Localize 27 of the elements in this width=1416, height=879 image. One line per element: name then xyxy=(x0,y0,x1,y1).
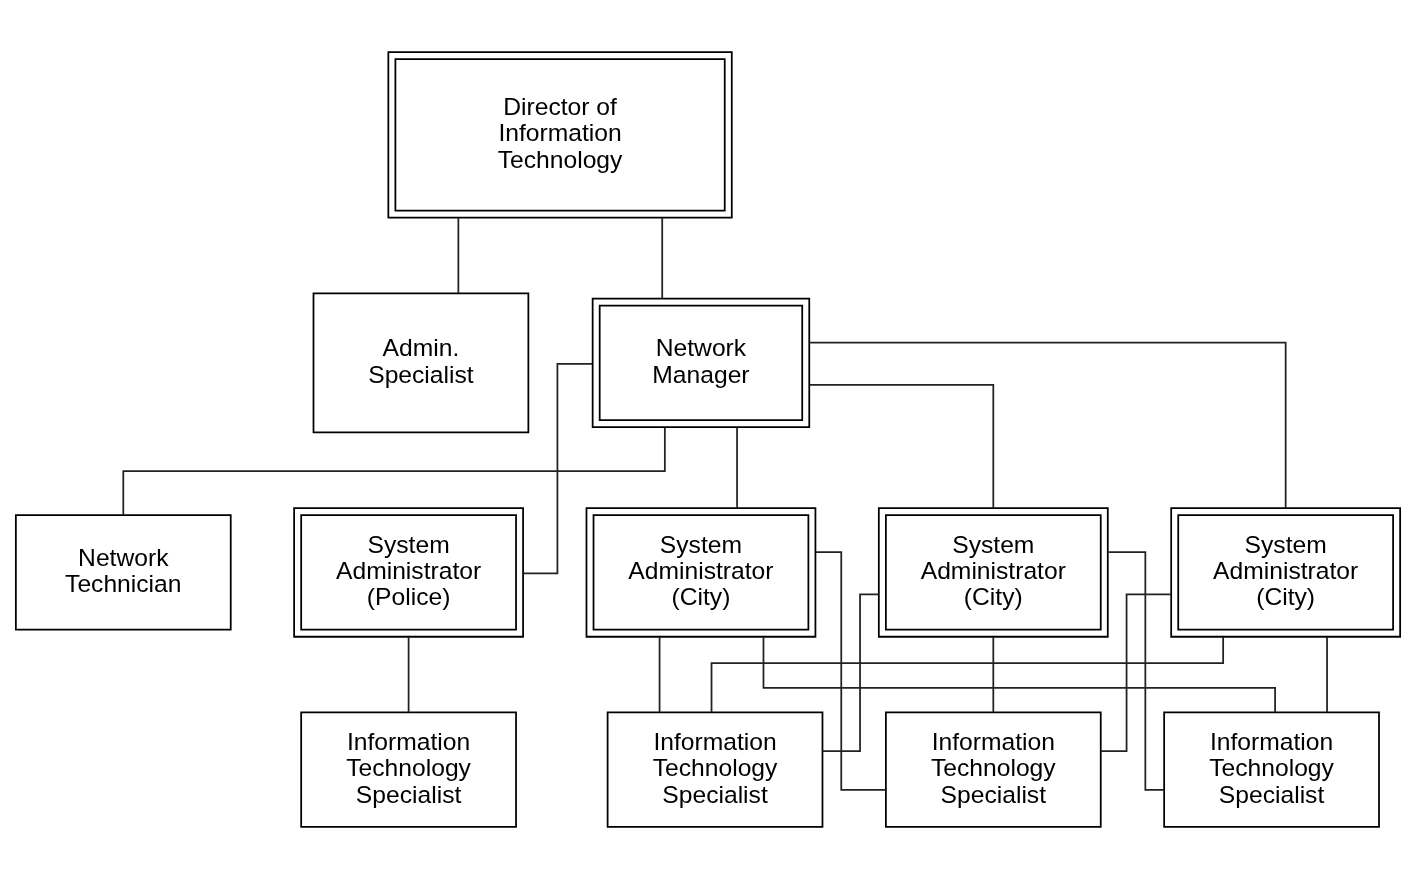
connector xyxy=(661,216,664,300)
node-box: Information Technology Specialist xyxy=(606,711,824,828)
node-box: Admin. Specialist xyxy=(312,292,530,434)
connector xyxy=(1100,593,1172,753)
connector xyxy=(808,341,1287,509)
node-box: Information Technology Specialist xyxy=(1163,711,1380,828)
connector xyxy=(814,551,887,791)
connector xyxy=(736,426,738,509)
connector xyxy=(762,636,1276,714)
connector xyxy=(122,426,666,516)
connector xyxy=(992,636,995,714)
connector xyxy=(710,636,1225,713)
connector xyxy=(658,636,661,714)
node-box: Network Manager xyxy=(591,297,811,429)
connector xyxy=(407,636,410,714)
node-box: System Administrator (City) xyxy=(1170,507,1402,638)
connector xyxy=(1326,636,1328,714)
node-box: Director of Information Technology xyxy=(387,51,733,219)
node-box: Information Technology Specialist xyxy=(885,711,1102,828)
connector xyxy=(457,216,460,294)
connector xyxy=(808,384,995,509)
node-box: System Administrator (City) xyxy=(585,507,817,638)
node-box: Information Technology Specialist xyxy=(300,711,517,828)
connector xyxy=(522,362,594,575)
node-box: System Administrator (City) xyxy=(877,507,1109,638)
node-box: Network Technician xyxy=(14,514,232,631)
node-box: System Administrator (Police) xyxy=(293,507,524,638)
